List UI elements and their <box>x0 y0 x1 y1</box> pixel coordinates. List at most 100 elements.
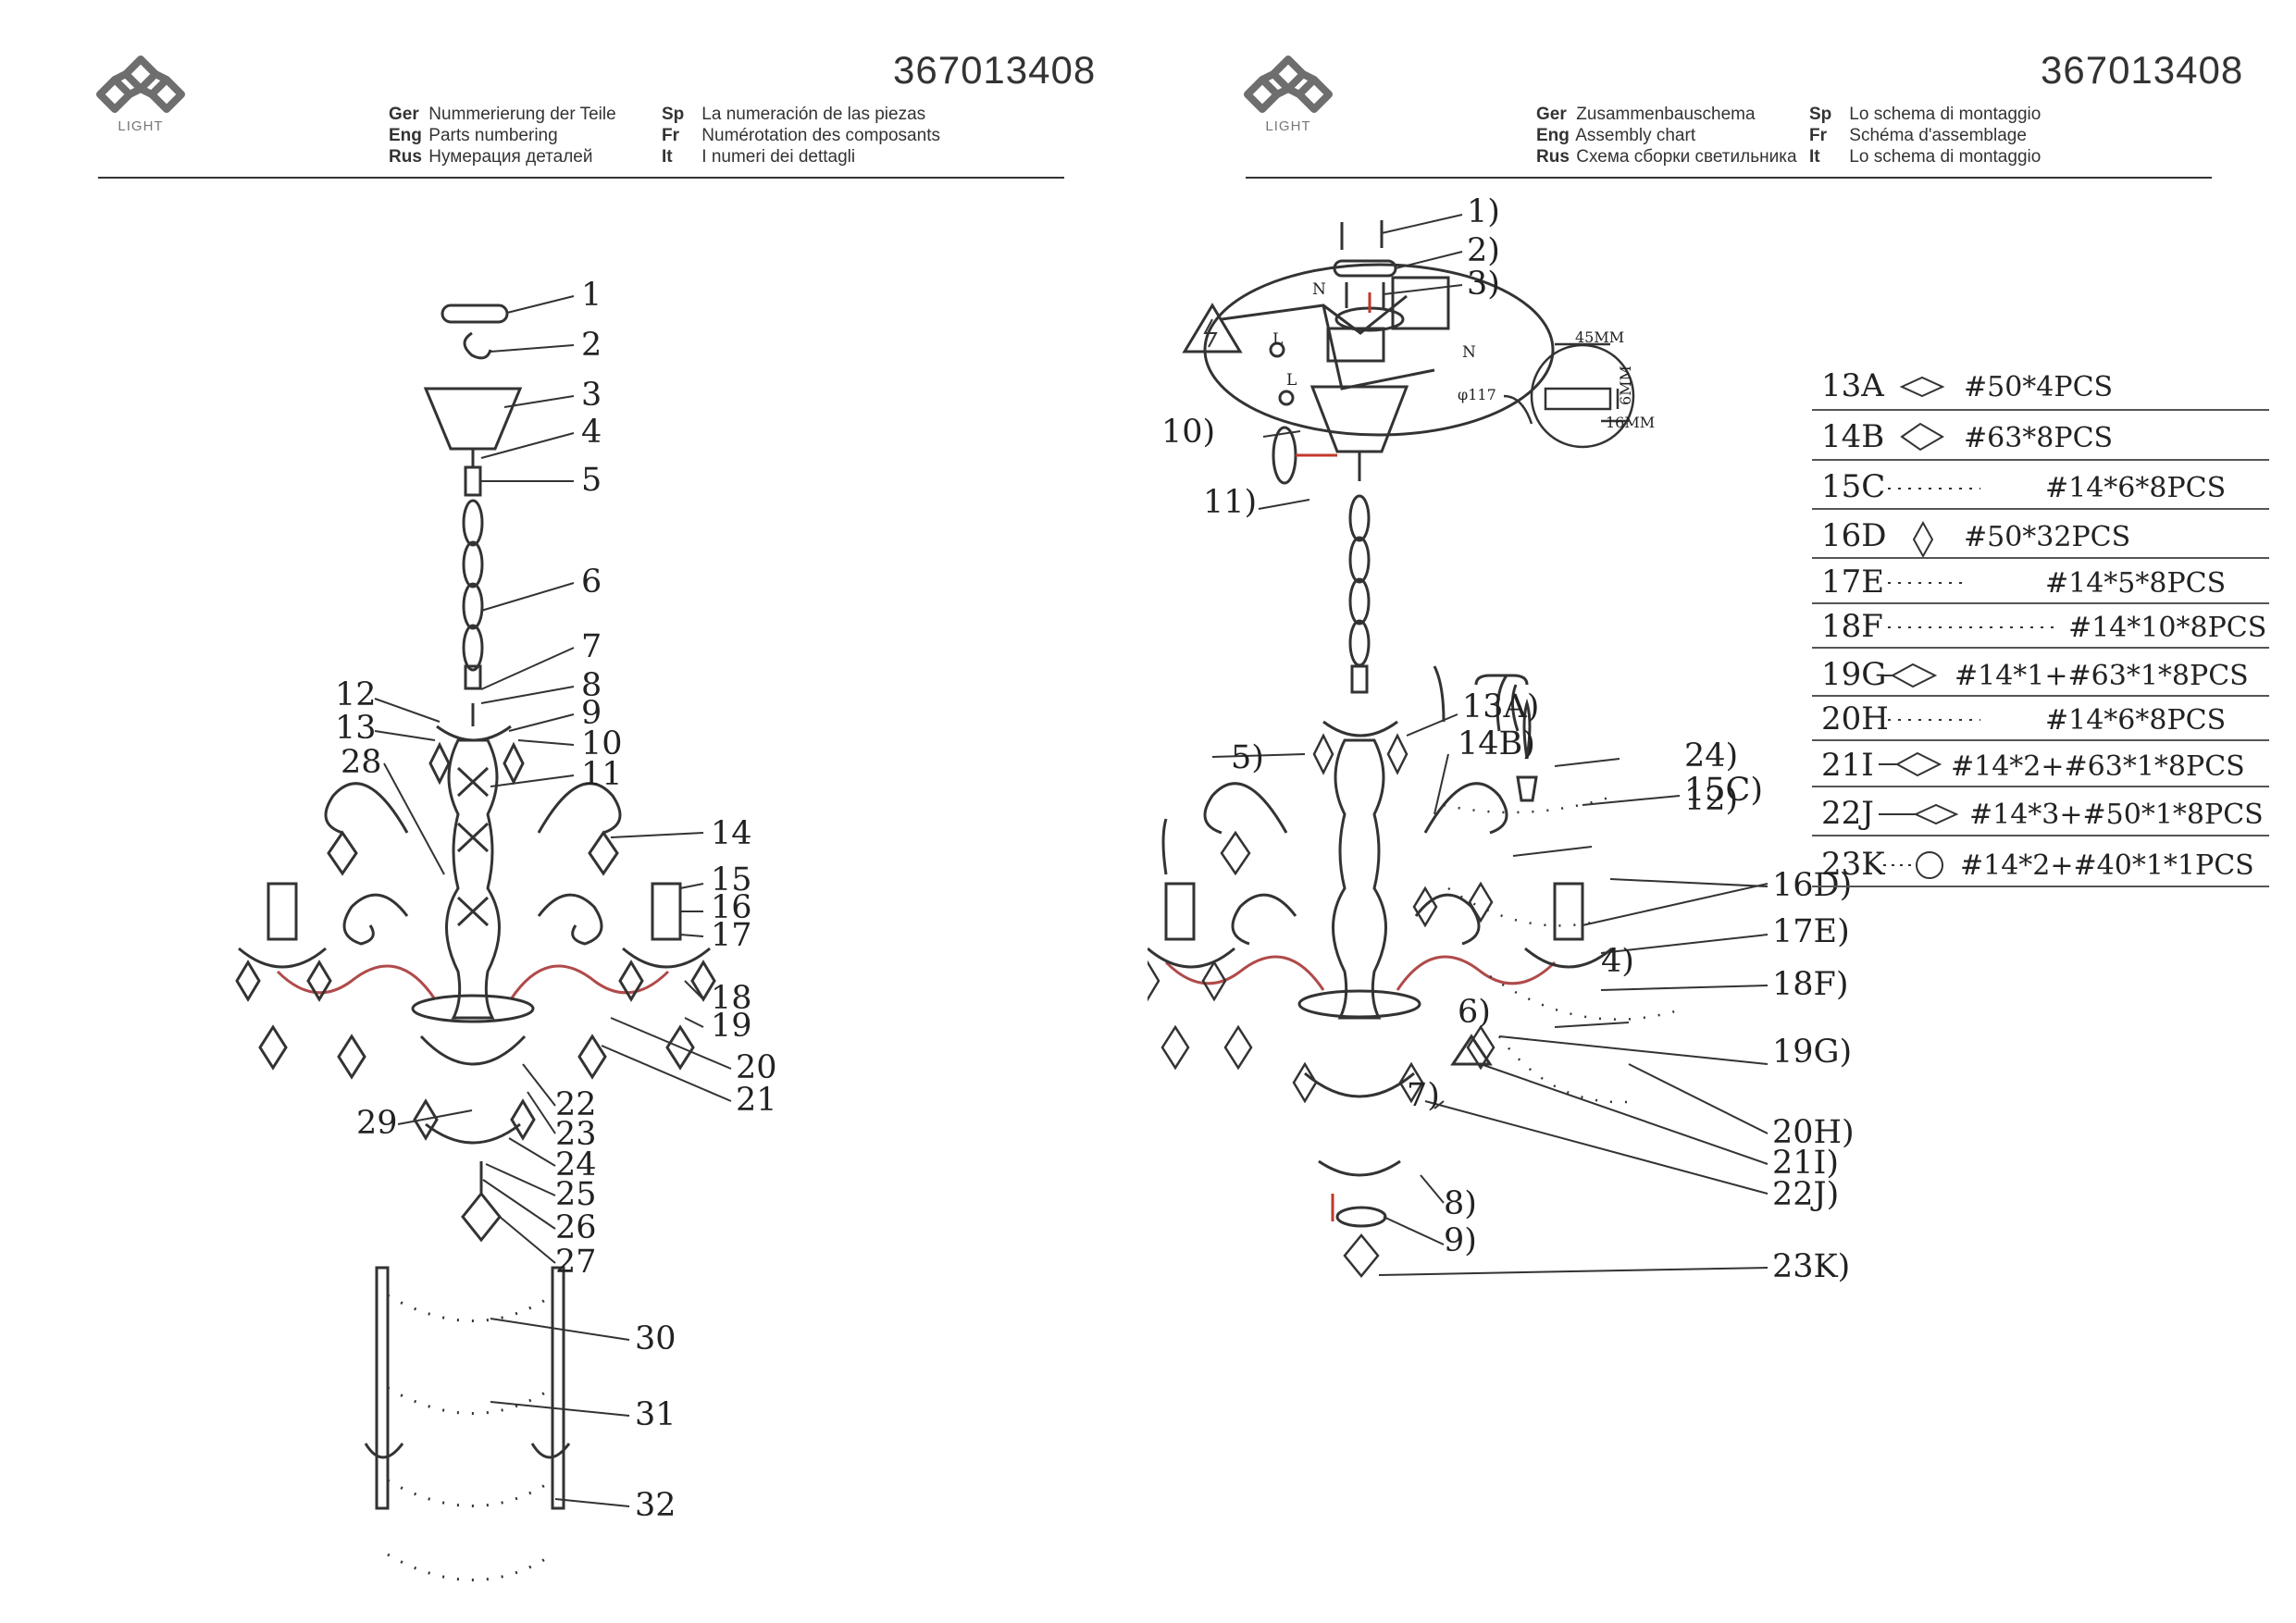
part-label: 26 <box>555 1209 597 1246</box>
page-left: LIGHT 367013408 Ger Nummerierung der Tei… <box>94 48 1097 1581</box>
part-label: 17 <box>711 917 752 954</box>
neutral-label: N <box>1462 343 1476 362</box>
table-rules <box>1812 409 2269 887</box>
part-label: 3 <box>581 377 602 414</box>
step-label: 20H) <box>1772 1114 1855 1151</box>
crystal-symbols <box>1879 376 2059 879</box>
neutral-label: N <box>1312 280 1326 299</box>
brand-logo: LIGHT <box>1242 54 1334 134</box>
step-label: 13A) <box>1462 688 1539 725</box>
lang-row: Sp Lo schema di montaggio <box>1809 105 2042 124</box>
part-label: 16 <box>711 889 752 926</box>
step-label: 24) <box>1684 737 1738 774</box>
bead-drop-icon <box>1883 663 1938 688</box>
table-row: 22J <box>1821 795 1874 832</box>
dimension-labels: 45MM 6MM 16MM φ117 <box>1458 328 1655 431</box>
step-label: 9) <box>1444 1222 1477 1259</box>
step-labels: 1) 2) 3) 4) 5) 6) 7) 8) 9) 10) 11) 12) 1… <box>1161 193 1855 1285</box>
table-row: 14B <box>1821 418 1884 455</box>
document-number: 367013408 <box>2041 48 2244 92</box>
depth-dim: 16MM <box>1606 414 1655 431</box>
table-cell: #50*4PCS <box>1964 371 2113 403</box>
logo-mark-icon <box>96 56 185 113</box>
part-label: 12 <box>335 676 377 713</box>
logo-mark-icon <box>1244 56 1333 113</box>
table-row: 20H <box>1821 700 1889 737</box>
high-voltage-icon <box>1182 303 1243 353</box>
part-label: 20 <box>736 1049 777 1086</box>
part-label: 6 <box>581 564 602 601</box>
octagon-drop-icon <box>1900 422 1944 452</box>
step-label: 6) <box>1458 994 1491 1031</box>
lang-row: Eng Parts numbering <box>389 126 558 145</box>
part-label: 8 <box>581 667 602 704</box>
lang-row: Ger Zusammenbauschema <box>1536 105 1756 124</box>
step-label: 15C) <box>1684 772 1763 809</box>
terminal-block-detail <box>1503 342 1635 449</box>
part-label: 11 <box>581 756 623 793</box>
part-label: 23 <box>555 1116 597 1153</box>
crystal-drops <box>1148 733 1496 1278</box>
part-label: 30 <box>635 1320 676 1357</box>
bead-strands <box>1443 794 1685 1104</box>
wire-labels: N L L N <box>1272 280 1476 390</box>
chandelier-drawing <box>235 304 716 1581</box>
leader-lines <box>374 295 732 1507</box>
bead-drop-icon <box>1879 803 1959 825</box>
table-row: 17E <box>1821 564 1884 601</box>
pendant-icon <box>1912 520 1934 559</box>
drop-icon <box>1899 376 1945 398</box>
table-row: 21I <box>1821 747 1874 784</box>
part-label: 2 <box>581 327 602 364</box>
table-cell: #63*8PCS <box>1964 422 2113 454</box>
step-label: 10) <box>1161 414 1215 451</box>
step-label: 12) <box>1684 781 1738 818</box>
title-translations-2: Sp Lo schema di montaggio Fr Schéma d'as… <box>1809 104 2041 167</box>
part-label: 19 <box>711 1008 752 1045</box>
height-dim: 6MM <box>1617 365 1634 405</box>
table-row: 23K <box>1821 846 1885 883</box>
part-label: 32 <box>635 1487 676 1524</box>
part-label: 1 <box>581 277 602 314</box>
table-row: 18F <box>1821 608 1883 645</box>
table-cell: #50*32PCS <box>1964 521 2130 553</box>
title-translations: Ger Zusammenbauschema Eng Assembly chart… <box>1536 104 1797 167</box>
assembly-diagram: N L L N <box>1148 193 2269 1285</box>
diameter-dim: φ117 <box>1458 386 1496 403</box>
step-label: 19G) <box>1772 1034 1852 1071</box>
table-cell: #14*3+#50*1*8PCS <box>1969 799 2264 831</box>
step-label: 3) <box>1467 266 1500 303</box>
bead-drop-icon <box>1879 751 1942 777</box>
step-label: 22J) <box>1772 1176 1839 1213</box>
live-label: L <box>1272 330 1283 349</box>
leader-lines <box>1211 214 1769 1276</box>
table-cell: #14*2+#63*1*8PCS <box>1951 750 2245 783</box>
chain <box>462 465 484 690</box>
lang-row: Rus Схема сборки светильника <box>1536 147 1797 167</box>
part-label: 7 <box>581 628 602 665</box>
step-label: 14B) <box>1458 725 1535 762</box>
lang-row: Ger Nummerierung der Teile <box>389 105 616 124</box>
table-row: 13A <box>1821 367 1884 404</box>
step-label: 23K) <box>1772 1248 1850 1285</box>
parts-diagram: 1 2 3 4 5 6 7 8 9 10 11 12 13 14 15 16 1… <box>235 277 777 1581</box>
part-label: 25 <box>555 1176 597 1213</box>
crystal-drops <box>235 741 716 1243</box>
part-number-labels: 1 2 3 4 5 6 7 8 9 10 11 12 13 14 15 16 1… <box>335 277 777 1524</box>
part-label: 13 <box>335 710 377 747</box>
brand-logo: LIGHT <box>94 54 187 134</box>
step-label: 21I) <box>1772 1145 1839 1182</box>
document-number: 367013408 <box>893 48 1097 92</box>
table-cell: #14*2+#40*1*1PCS <box>1960 849 2254 882</box>
part-label: 27 <box>555 1244 597 1281</box>
high-voltage-icon <box>1450 1034 1493 1066</box>
logo-text: LIGHT <box>1265 118 1311 134</box>
step-label: 5) <box>1231 739 1264 776</box>
lang-row: Rus Нумерация деталей <box>389 147 593 167</box>
logo-text: LIGHT <box>118 118 164 134</box>
part-label: 15 <box>711 861 752 898</box>
step-label: 7) <box>1407 1077 1440 1114</box>
part-label: 4 <box>581 414 602 451</box>
part-label: 10 <box>581 725 623 762</box>
title-translations: Ger Nummerierung der Teile Eng Parts num… <box>389 104 616 167</box>
